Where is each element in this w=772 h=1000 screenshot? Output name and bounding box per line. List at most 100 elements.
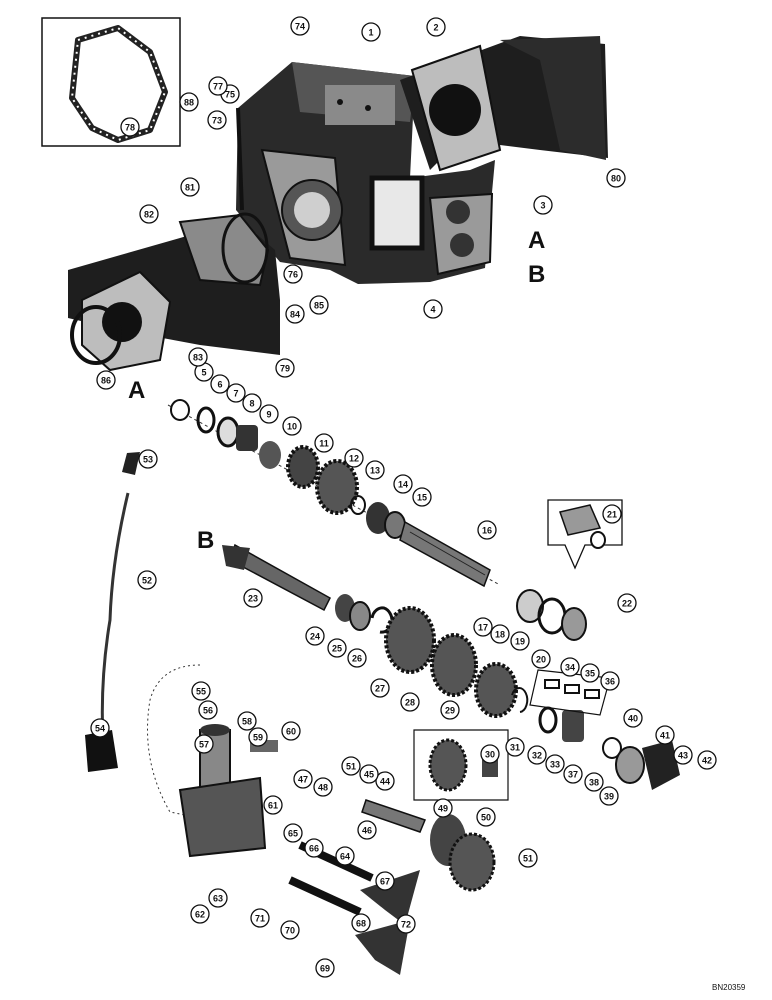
callout-label: 56 xyxy=(203,706,213,716)
callout-label: 41 xyxy=(660,731,670,741)
callout-62: 62 xyxy=(190,904,210,924)
callout-10: 10 xyxy=(282,416,302,436)
callout-21: 21 xyxy=(602,504,622,524)
callout-53: 53 xyxy=(138,449,158,469)
callout-80: 80 xyxy=(606,168,626,188)
callout-88: 88 xyxy=(179,92,199,112)
callout-label: 84 xyxy=(290,310,300,320)
callout-label: 48 xyxy=(318,783,328,793)
callout-27: 27 xyxy=(370,678,390,698)
callout-66: 66 xyxy=(304,838,324,858)
callout-14: 14 xyxy=(393,474,413,494)
callout-73: 73 xyxy=(207,110,227,130)
callout-35: 35 xyxy=(580,663,600,683)
callout-label: 53 xyxy=(143,455,153,465)
callout-label: 59 xyxy=(253,733,263,743)
callout-label: 74 xyxy=(295,22,305,32)
callout-77: 77 xyxy=(208,76,228,96)
callout-48: 48 xyxy=(313,777,333,797)
callout-label: 72 xyxy=(401,920,411,930)
callout-label: 26 xyxy=(352,654,362,664)
callout-38: 38 xyxy=(584,772,604,792)
callout-43: 43 xyxy=(673,745,693,765)
callout-label: 29 xyxy=(445,706,455,716)
callout-58: 58 xyxy=(237,711,257,731)
callout-51: 51 xyxy=(518,848,538,868)
callout-56: 56 xyxy=(198,700,218,720)
callout-74: 74 xyxy=(290,16,310,36)
callout-13: 13 xyxy=(365,460,385,480)
callout-45: 45 xyxy=(359,764,379,784)
callout-label: 51 xyxy=(346,762,356,772)
callout-label: 67 xyxy=(380,877,390,887)
callout-label: 20 xyxy=(536,655,546,665)
callout-label: 3 xyxy=(540,201,545,211)
callout-42: 42 xyxy=(697,750,717,770)
callout-label: 64 xyxy=(340,852,350,862)
callout-label: 33 xyxy=(550,760,560,770)
left-axle-housing xyxy=(68,212,280,372)
callout-label: 34 xyxy=(565,663,575,673)
callout-7: 7 xyxy=(226,383,246,403)
callout-52: 52 xyxy=(137,570,157,590)
callout-label: 49 xyxy=(438,804,448,814)
callout-57: 57 xyxy=(194,734,214,754)
callout-34: 34 xyxy=(560,657,580,677)
section-letter-b-right: B xyxy=(528,261,545,288)
callout-54: 54 xyxy=(90,718,110,738)
callout-label: 65 xyxy=(288,829,298,839)
callout-32: 32 xyxy=(527,745,547,765)
callout-19: 19 xyxy=(510,631,530,651)
document-id: BN20359 xyxy=(712,983,746,992)
callout-label: 86 xyxy=(101,376,111,386)
callout-label: 88 xyxy=(184,98,194,108)
callout-12: 12 xyxy=(344,448,364,468)
callout-label: 13 xyxy=(370,466,380,476)
callout-8: 8 xyxy=(242,393,262,413)
callout-label: 43 xyxy=(678,751,688,761)
callout-83: 83 xyxy=(188,347,208,367)
callout-label: 85 xyxy=(314,301,324,311)
callout-15: 15 xyxy=(412,487,432,507)
callout-86: 86 xyxy=(96,370,116,390)
section-letter-a-right: A xyxy=(528,227,545,254)
callout-79: 79 xyxy=(275,358,295,378)
callout-label: 63 xyxy=(213,894,223,904)
callout-label: 83 xyxy=(193,353,203,363)
callout-label: 80 xyxy=(611,174,621,184)
right-axle-housing xyxy=(400,36,608,172)
callout-9: 9 xyxy=(259,404,279,424)
callout-20: 20 xyxy=(531,649,551,669)
callout-59: 59 xyxy=(248,727,268,747)
callout-label: 52 xyxy=(142,576,152,586)
callout-label: 12 xyxy=(349,454,359,464)
section-letter-b-left: B xyxy=(197,527,214,554)
callout-label: 10 xyxy=(287,422,297,432)
callout-label: 50 xyxy=(481,813,491,823)
callout-65: 65 xyxy=(283,823,303,843)
callout-label: 6 xyxy=(217,380,222,390)
callout-49: 49 xyxy=(433,798,453,818)
callout-label: 58 xyxy=(242,717,252,727)
callout-label: 24 xyxy=(310,632,320,642)
transmission-housing xyxy=(236,62,495,284)
callout-17: 17 xyxy=(473,617,493,637)
callout-70: 70 xyxy=(280,920,300,940)
callout-51: 51 xyxy=(341,756,361,776)
callout-label: 42 xyxy=(702,756,712,766)
callout-label: 45 xyxy=(364,770,374,780)
callout-label: 7 xyxy=(233,389,238,399)
callout-label: 27 xyxy=(375,684,385,694)
callout-67: 67 xyxy=(375,871,395,891)
callout-label: 39 xyxy=(604,792,614,802)
callout-71: 71 xyxy=(250,908,270,928)
callout-label: 81 xyxy=(185,183,195,193)
callout-label: 77 xyxy=(213,82,223,92)
callout-label: 38 xyxy=(589,778,599,788)
callout-81: 81 xyxy=(180,177,200,197)
callout-label: 25 xyxy=(332,644,342,654)
callout-3: 3 xyxy=(533,195,553,215)
callout-46: 46 xyxy=(357,820,377,840)
callout-label: 9 xyxy=(266,410,271,420)
